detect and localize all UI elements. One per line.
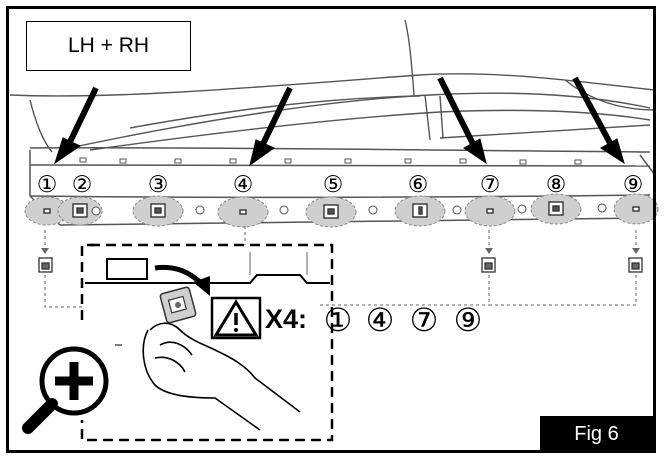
trim-holes xyxy=(91,203,607,216)
clip-icons xyxy=(43,201,640,219)
detail-trim-slot xyxy=(106,258,148,280)
arrow-clip-4 xyxy=(249,86,293,167)
arrow-clip-1 xyxy=(54,86,99,165)
warning-prefix: X4: xyxy=(265,304,308,334)
drop-arrow-heads xyxy=(41,248,640,254)
warning-clip-number-1: ① xyxy=(324,302,353,338)
warning-triangle-icon xyxy=(210,296,262,340)
warning-clip-number-3: ⑦ xyxy=(410,302,439,338)
clip-number-3: ③ xyxy=(148,171,169,197)
insert-arrow-head xyxy=(193,276,210,296)
clip-number-6: ⑥ xyxy=(408,171,429,197)
indicator-arrows xyxy=(54,76,625,167)
clip-number-2: ② xyxy=(72,171,93,197)
warning-clip-number-4: ⑨ xyxy=(454,302,483,338)
magnifier-plus-icon xyxy=(22,346,109,434)
clip-number-7: ⑦ xyxy=(480,171,501,197)
door-outline xyxy=(9,19,656,153)
arrow-clip-7 xyxy=(437,76,487,165)
clip-drop-guides xyxy=(44,226,637,308)
side-label: LH + RH xyxy=(26,21,191,71)
clip-number-9: ⑨ xyxy=(623,171,644,197)
clip-number-5: ⑤ xyxy=(323,171,344,197)
warning-clip-number-2: ④ xyxy=(366,302,395,338)
arrow-clip-9 xyxy=(572,76,625,165)
loose-clips xyxy=(38,257,643,273)
clip-number-8: ⑧ xyxy=(546,171,567,197)
clip-number-1: ① xyxy=(37,171,58,197)
detail-box xyxy=(80,243,334,442)
figure-label: Fig 6 xyxy=(540,416,653,453)
trim-slots xyxy=(79,157,582,165)
clip-number-4: ④ xyxy=(233,171,254,197)
detail-clip xyxy=(159,286,197,324)
hand-outline xyxy=(142,322,301,431)
